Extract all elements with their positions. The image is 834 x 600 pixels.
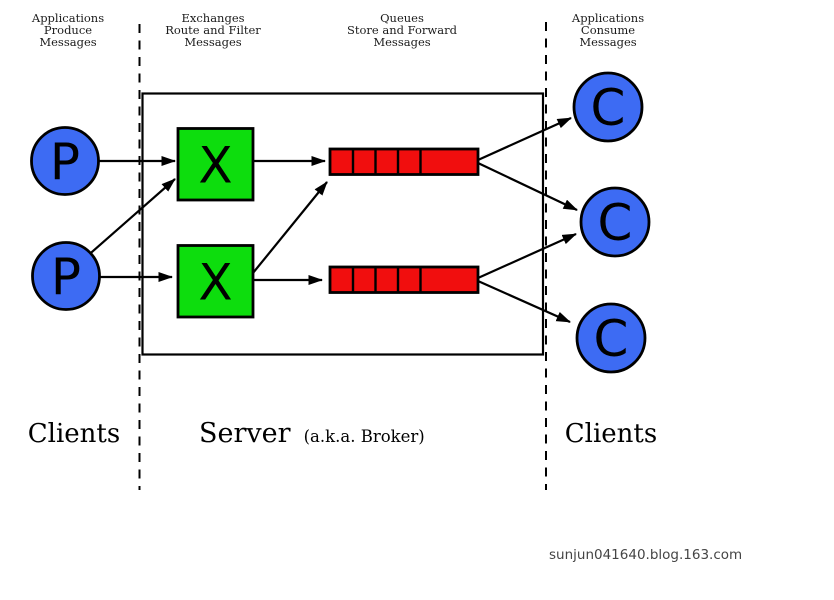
exchange-box: [176, 127, 255, 202]
header-line: Messages: [184, 35, 241, 49]
producer-circle: [31, 241, 101, 311]
clients-left-label: Clients: [28, 419, 120, 449]
queue-node-2: [328, 265, 480, 294]
header-line: Applications: [31, 11, 104, 25]
header-line: Route and Filter: [165, 23, 261, 37]
queue-box: [328, 147, 480, 176]
arrow-queue2-to-consumer3: [477, 279, 571, 324]
producer-node-2: P: [31, 241, 101, 311]
producer-node-1: P: [30, 126, 100, 196]
producer-label: P: [51, 248, 81, 306]
exchange-label: X: [198, 254, 232, 312]
arrow-queue1-to-consumer1: [477, 116, 572, 162]
queue-node-1: [328, 147, 480, 176]
header-line: Store and Forward: [347, 23, 458, 37]
header-line: Produce: [44, 23, 92, 37]
header-line: Exchanges: [181, 11, 244, 25]
consumer-node-1: C: [572, 71, 644, 143]
server-label-main: Server: [199, 418, 291, 449]
exchange-label: X: [198, 137, 232, 195]
consumer-node-3: C: [575, 302, 647, 374]
arrow-queue2-to-consumer2: [477, 232, 577, 280]
header-line: Messages: [373, 35, 430, 49]
queue-box: [328, 265, 480, 294]
column-header-exchanges: Exchanges Route and Filter Messages: [165, 11, 261, 49]
consumer-circle: [572, 71, 644, 143]
arrow-queue1-to-consumer2: [477, 162, 578, 211]
header-line: Consume: [581, 23, 635, 37]
consumer-label: C: [591, 79, 626, 137]
watermark: sunjun041640.blog.163.com: [549, 547, 742, 563]
consumer-node-2: C: [579, 186, 651, 258]
server-label: Server (a.k.a. Broker): [199, 418, 425, 449]
column-header-consumers: Applications Consume Messages: [571, 11, 644, 49]
header-line: Messages: [39, 35, 96, 49]
consumer-circle: [579, 186, 651, 258]
header-line: Queues: [380, 11, 424, 25]
exchange-node-1: X: [176, 127, 255, 202]
header-line: Applications: [571, 11, 644, 25]
consumer-label: C: [598, 194, 633, 252]
producer-label: P: [50, 133, 80, 191]
server-boundary-box: [141, 92, 545, 356]
producer-circle: [30, 126, 100, 196]
column-header-producers: Applications Produce Messages: [31, 11, 104, 49]
message-flow-arrows: [66, 116, 578, 324]
exchange-box: [176, 244, 255, 319]
arrow-exchange2-to-queue1: [252, 181, 328, 274]
consumer-label: C: [594, 310, 629, 368]
header-line: Messages: [579, 35, 636, 49]
clients-right-label: Clients: [565, 419, 657, 449]
exchange-node-2: X: [176, 244, 255, 319]
consumer-circle: [575, 302, 647, 374]
column-header-queues: Queues Store and Forward Messages: [347, 11, 458, 49]
server-label-note: (a.k.a. Broker): [304, 427, 425, 446]
